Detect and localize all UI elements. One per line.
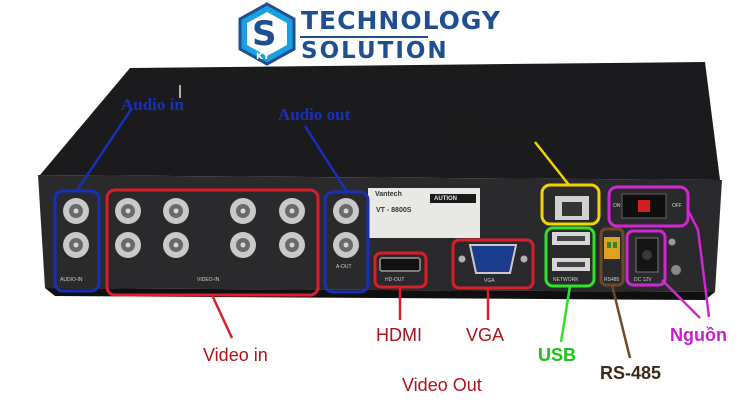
device-bottom-edge bbox=[45, 288, 715, 300]
port-label-dc: DC 12V bbox=[634, 277, 652, 283]
label-audio-in: Audio in bbox=[121, 95, 184, 114]
label-rs485: RS-485 bbox=[600, 363, 662, 383]
power-switch-highlight bbox=[607, 185, 690, 228]
device-brand: Vantech bbox=[375, 191, 402, 198]
audio-out-callout bbox=[303, 125, 349, 193]
hdmi-port bbox=[379, 257, 421, 272]
port-label-video-in: VIDEO-IN bbox=[197, 277, 220, 283]
port-label-hd-out: HD-OUT bbox=[385, 277, 405, 283]
vga-port bbox=[468, 244, 518, 274]
audio-in-connectors bbox=[63, 198, 89, 258]
logo-text-technology: TECHNOLOGY bbox=[301, 6, 501, 35]
audio-in-callout bbox=[74, 107, 134, 193]
device-top bbox=[40, 62, 720, 180]
sky-logo-icon bbox=[238, 2, 296, 66]
rs485-callout bbox=[610, 284, 632, 359]
label-hdmi: HDMI bbox=[376, 325, 422, 345]
device-caution: AUTION bbox=[434, 196, 457, 202]
logo-mark-letter: S bbox=[252, 14, 277, 54]
logo-text-solution: SOLUTION bbox=[301, 38, 449, 64]
power-callout-2 bbox=[661, 279, 701, 319]
label-power: Nguồn bbox=[670, 325, 727, 345]
label-video-in: Video in bbox=[203, 345, 268, 365]
label-video-out: Video Out bbox=[402, 375, 482, 395]
port-label-audio-in: AUDIO-IN bbox=[60, 277, 83, 283]
port-label-on: ON bbox=[613, 203, 621, 209]
label-audio-out: Audio out bbox=[278, 105, 351, 124]
logo-divider bbox=[300, 36, 428, 38]
usb-callout bbox=[559, 285, 572, 343]
audio-out-connectors bbox=[333, 198, 359, 258]
port-label-rs485: RS485 bbox=[604, 277, 620, 283]
port-label-vga: VGA bbox=[484, 278, 495, 284]
label-usb: USB bbox=[538, 345, 577, 365]
port-label-network: NETWORK bbox=[553, 277, 579, 283]
video-in-connectors bbox=[115, 198, 305, 258]
port-label-audio-out: A-OUT bbox=[336, 264, 352, 270]
rs485-terminal bbox=[604, 237, 620, 259]
power-callout-1 bbox=[686, 209, 711, 318]
label-network: Cổng mạng bbox=[448, 122, 547, 142]
hdmi-highlight bbox=[373, 251, 428, 289]
network-callout bbox=[534, 141, 570, 186]
vga-highlight bbox=[451, 238, 535, 290]
label-vga: VGA bbox=[466, 325, 505, 345]
network-highlight bbox=[540, 183, 601, 226]
port-label-off: OFF bbox=[672, 203, 682, 209]
device-model: VT - 8800S bbox=[376, 207, 412, 214]
video-in-callout bbox=[210, 294, 234, 339]
dc-jack-highlight bbox=[625, 229, 667, 287]
logo-mark-small: KY bbox=[256, 52, 270, 62]
